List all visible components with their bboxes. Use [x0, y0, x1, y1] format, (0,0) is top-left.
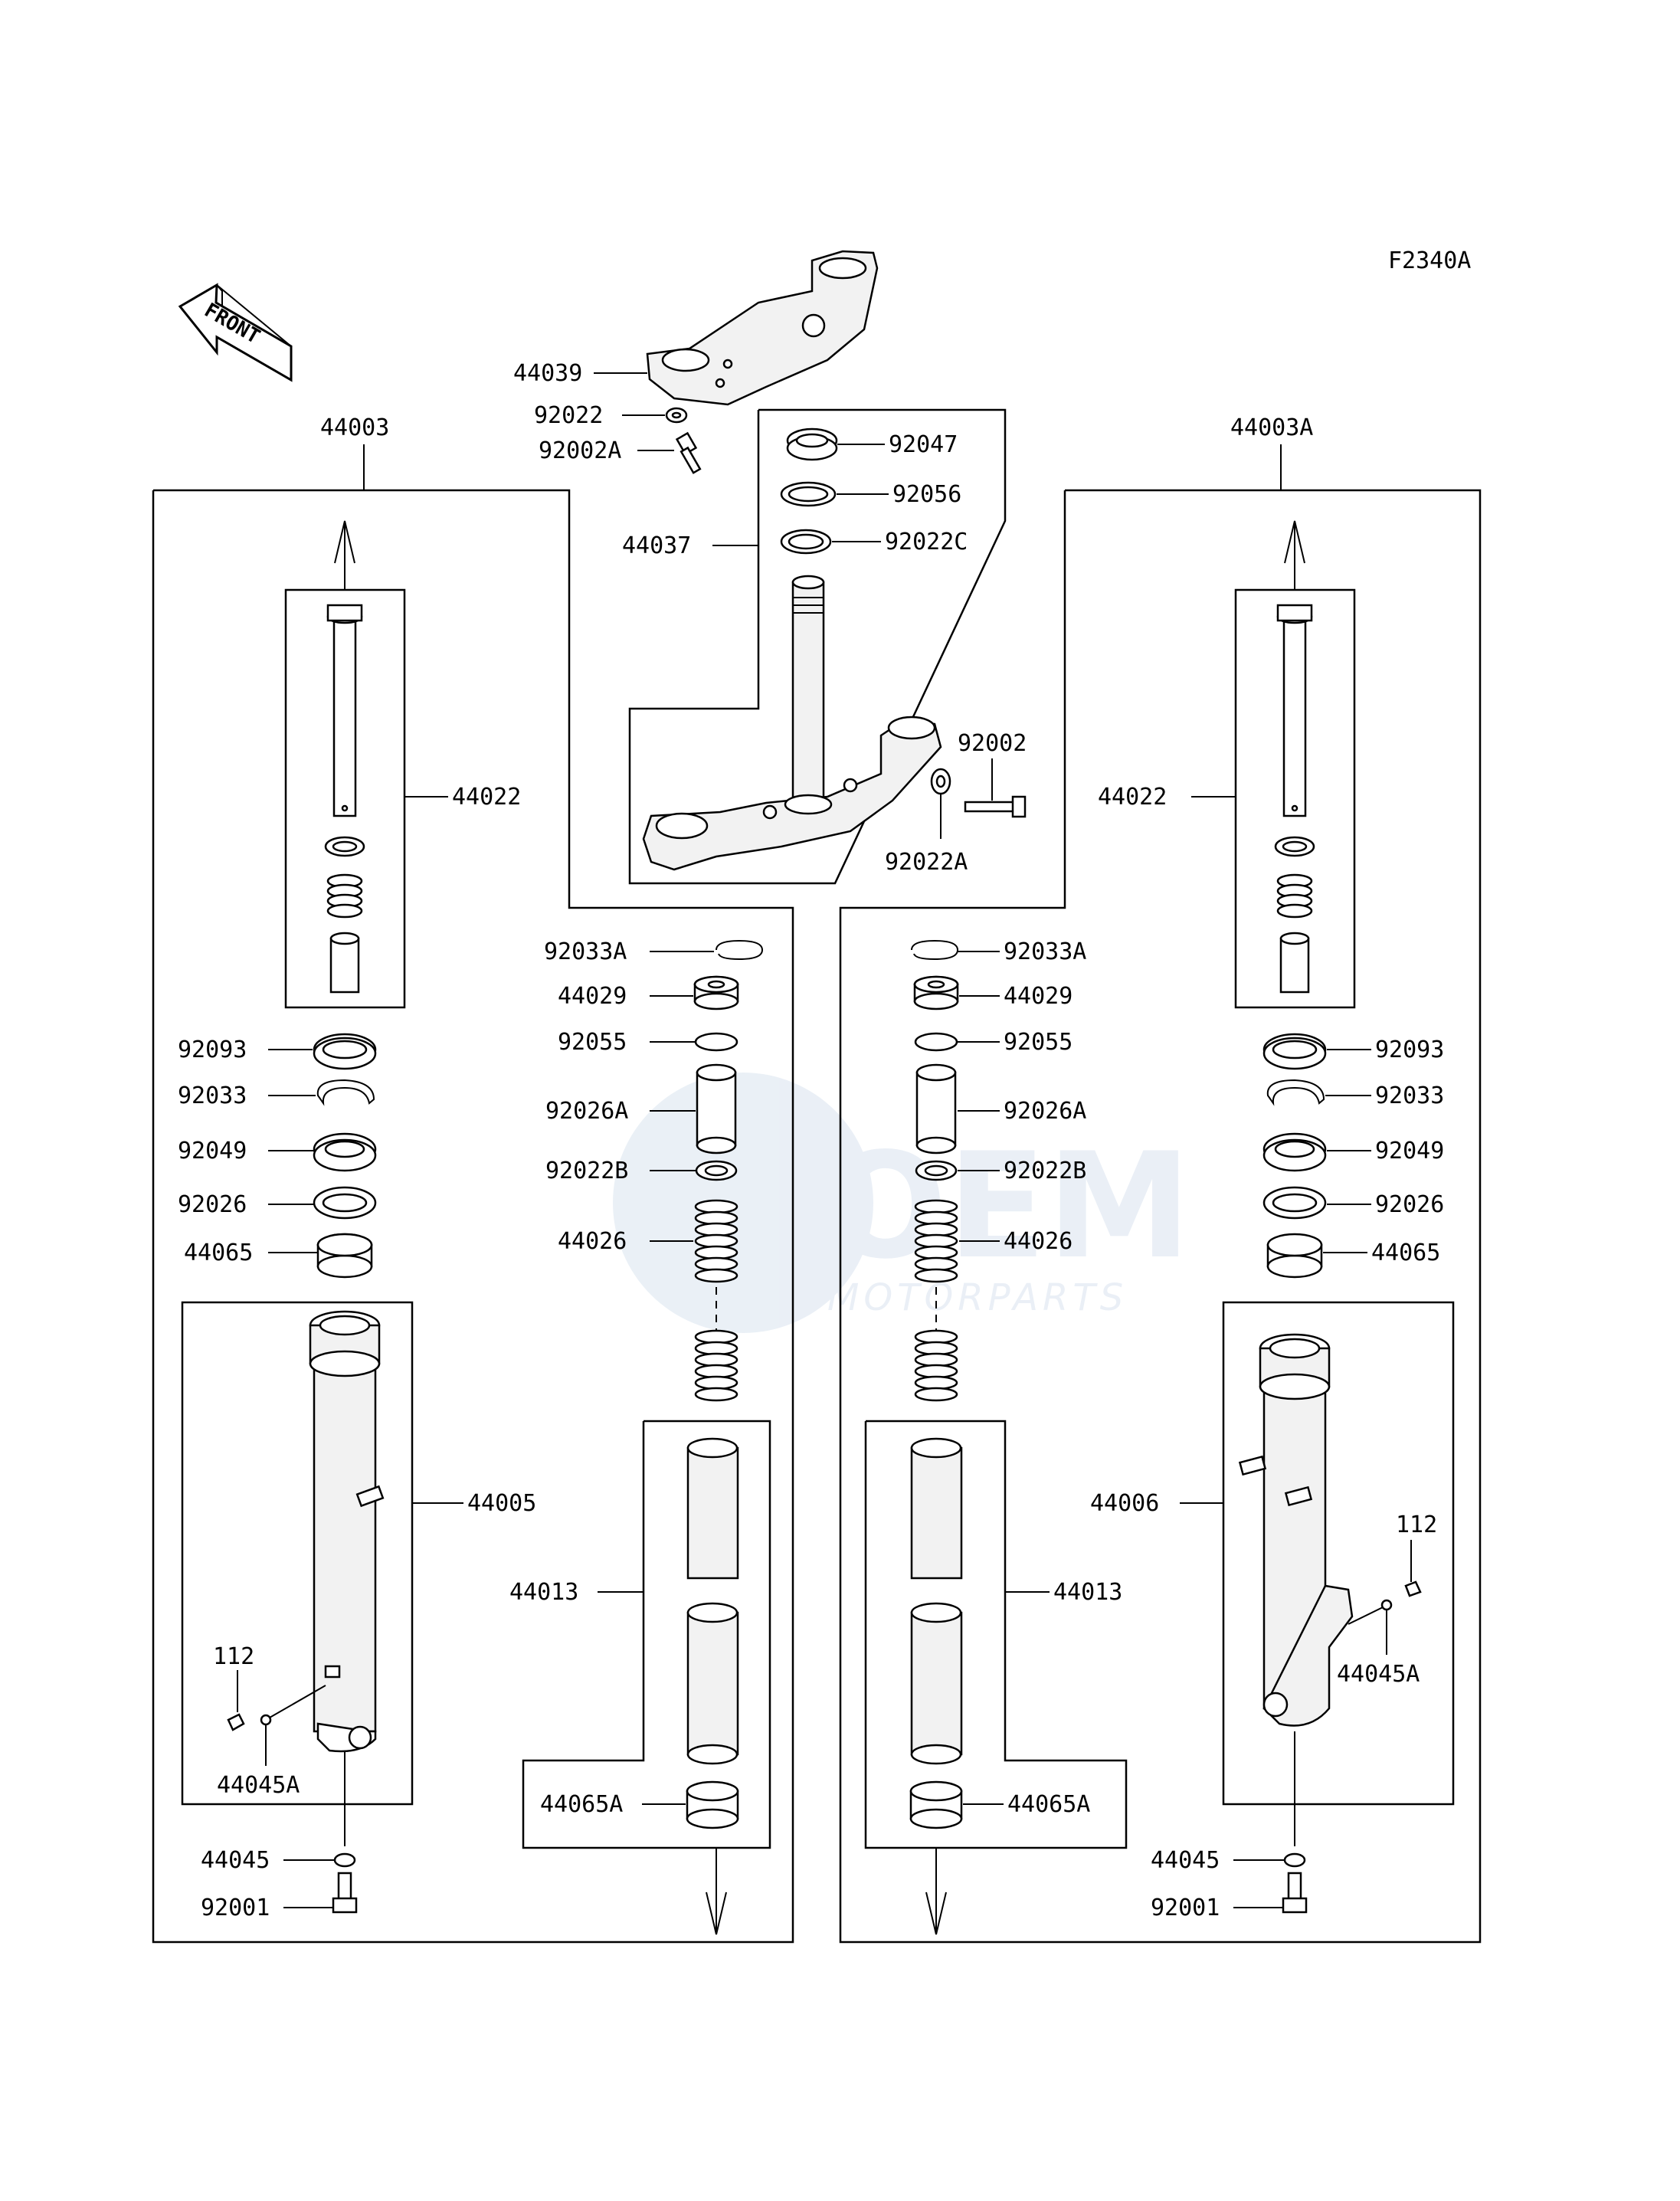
- label-92022B-right: 92022B: [1004, 1158, 1086, 1184]
- label-92093-right: 92093: [1375, 1037, 1444, 1063]
- label-44026-left: 44026: [558, 1228, 627, 1255]
- label-44039: 44039: [513, 360, 582, 387]
- label-44065A-right: 44065A: [1007, 1791, 1090, 1818]
- spring-column-left: 92033A 44029 92055 92026A 92022B: [509, 938, 771, 1935]
- seals-left: 92093 92033 92049 92026 44065: [178, 1033, 377, 1279]
- seals-right: 92093 92033 92049 92026 44065: [1262, 1033, 1444, 1279]
- bolt-92002A: 92002A: [539, 431, 702, 474]
- label-44045-right: 44045: [1151, 1847, 1220, 1874]
- label-92033-right: 92033: [1375, 1082, 1444, 1109]
- label-92033A-right: 92033A: [1004, 938, 1086, 965]
- watermark-sub: MOTORPARTS: [827, 1276, 1128, 1319]
- label-112-right: 112: [1396, 1512, 1437, 1538]
- label-44026-right: 44026: [1004, 1228, 1073, 1255]
- label-44037: 44037: [622, 532, 691, 559]
- label-92026-left: 92026: [178, 1191, 247, 1218]
- label-92055-right: 92055: [1004, 1029, 1073, 1056]
- nut-92022-top: 92022: [534, 402, 688, 429]
- label-44065-left: 44065: [184, 1240, 253, 1266]
- label-44045-left: 44045: [201, 1847, 270, 1874]
- watermark-brand: OEM: [824, 1122, 1191, 1291]
- label-92022A: 92022A: [885, 849, 968, 876]
- label-92093-left: 92093: [178, 1037, 247, 1063]
- label-92022C: 92022C: [885, 529, 968, 555]
- bottom-bolt-right: 44045 92001: [1151, 1847, 1308, 1921]
- label-44006: 44006: [1090, 1490, 1159, 1517]
- label-92001-right: 92001: [1151, 1895, 1220, 1921]
- label-92055-left: 92055: [558, 1029, 627, 1056]
- label-44005: 44005: [467, 1490, 536, 1517]
- spring-44026-right: [914, 1199, 958, 1402]
- label-44022-right: 44022: [1098, 784, 1167, 811]
- label-44013-right: 44013: [1053, 1579, 1122, 1606]
- label-92049-right: 92049: [1375, 1138, 1444, 1164]
- label-92047: 92047: [889, 431, 958, 458]
- label-92049-left: 92049: [178, 1138, 247, 1164]
- spring-column-right: 92033A 44029 92055 92026A 92022B: [864, 938, 1128, 1935]
- bolt-92002: 92002: [958, 730, 1027, 818]
- label-92026A-left: 92026A: [545, 1098, 628, 1125]
- washer-92022A: 92022A: [885, 768, 968, 876]
- label-92056: 92056: [892, 481, 961, 508]
- label-44022-left: 44022: [452, 784, 521, 811]
- label-112-left: 112: [213, 1643, 254, 1670]
- diagram-code: F2340A: [1388, 247, 1471, 274]
- steering-stem-44037: 44037 92047 92056 92022C: [622, 408, 1007, 885]
- damper-assembly-44022-right: 44022: [1098, 520, 1356, 1009]
- spring-44026-left: [694, 1199, 738, 1402]
- watermark-globe: [613, 1073, 873, 1333]
- upper-bracket-44039: 44039: [513, 250, 879, 406]
- label-44045A-right: 44045A: [1337, 1661, 1420, 1688]
- label-44003A: 44003A: [1230, 414, 1313, 441]
- assembly-44003-outline: 44003: [152, 414, 794, 1944]
- label-44013-left: 44013: [509, 1579, 578, 1606]
- label-92026A-right: 92026A: [1004, 1098, 1086, 1125]
- label-44065A-left: 44065A: [540, 1791, 623, 1818]
- front-arrow-icon: FRONT: [178, 283, 293, 382]
- assembly-44003A-outline: 44003A: [839, 414, 1482, 1944]
- bottom-bolt-left: 44045 92001: [201, 1847, 358, 1921]
- label-92033A-left: 92033A: [544, 938, 627, 965]
- label-92022-top: 92022: [534, 402, 603, 429]
- label-92026-right: 92026: [1375, 1191, 1444, 1218]
- label-44045A-left: 44045A: [217, 1772, 300, 1799]
- label-44029-right: 44029: [1004, 983, 1073, 1010]
- label-92002A: 92002A: [539, 437, 621, 464]
- outer-tube-44006: 44006 112 44045A: [1090, 1301, 1455, 1846]
- label-44003: 44003: [320, 414, 389, 441]
- label-92033-left: 92033: [178, 1082, 247, 1109]
- label-92001-left: 92001: [201, 1895, 270, 1921]
- label-44065-right: 44065: [1371, 1240, 1440, 1266]
- label-92002: 92002: [958, 730, 1027, 757]
- label-92022B-left: 92022B: [545, 1158, 628, 1184]
- outer-tube-44005: 44005 112 44045A: [181, 1301, 536, 1846]
- label-44029-left: 44029: [558, 983, 627, 1010]
- damper-assembly-44022-left: 44022: [284, 520, 521, 1009]
- watermark: OEM MOTORPARTS: [613, 1073, 1191, 1333]
